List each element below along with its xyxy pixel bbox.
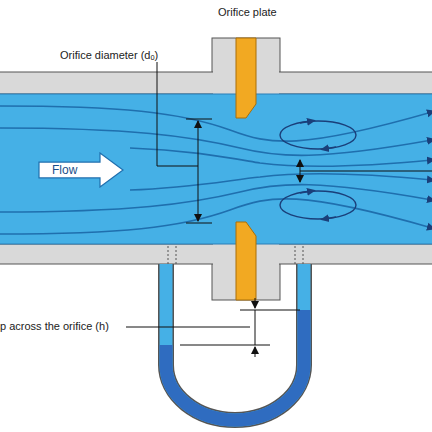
orifice-plate-bottom: [236, 222, 256, 300]
u-tube-manometer: [166, 264, 304, 420]
orifice-plate-top: [236, 38, 256, 118]
pipe-bore: [0, 94, 432, 244]
pressure-taps: [168, 246, 303, 264]
water: [0, 94, 432, 244]
orifice-diameter-dimension: [150, 56, 212, 223]
annotation-label: Orifice diameter (dₒ): [58, 49, 160, 62]
flow-arrow: Flow: [38, 152, 124, 188]
flow-arrow-outline: [39, 153, 123, 187]
annotation-label: Orifice plate: [216, 6, 279, 19]
pressure-drop-dimension: [126, 298, 300, 357]
flow-arrow-shape: [38, 152, 124, 188]
vena-contracta-dimension: [300, 160, 432, 182]
eddies: [280, 121, 356, 219]
flow-label: Flow: [52, 163, 77, 177]
annotation-label: p across the orifice (h): [0, 320, 111, 333]
streamlines: [0, 106, 432, 234]
